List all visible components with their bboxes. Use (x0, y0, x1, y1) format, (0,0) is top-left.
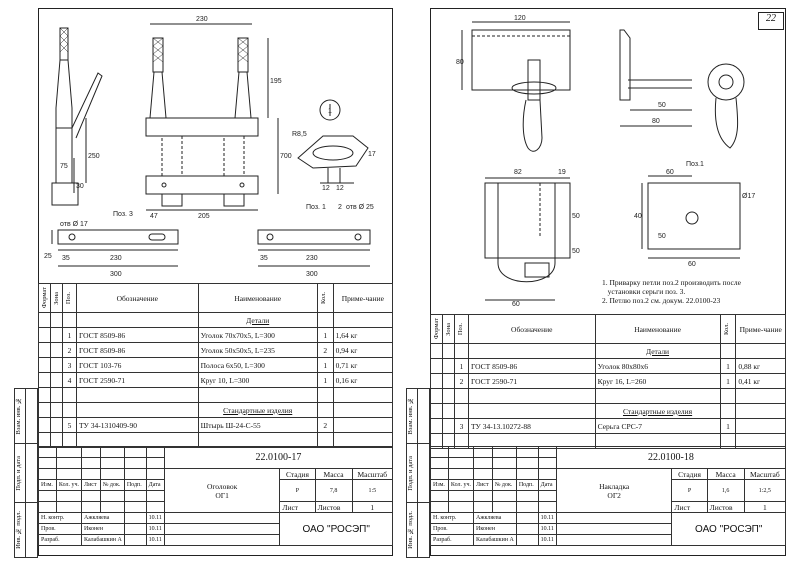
dim-25: 25 (44, 253, 52, 260)
dim-35a: 35 (62, 255, 70, 262)
dim-50d: 50 (658, 233, 666, 240)
left-name-2: ОГ1 (215, 490, 229, 500)
right-drawing: 120 80 50 80 82 19 50 50 60 Поз.1 60 40 … (456, 15, 755, 308)
front-view-outline (51, 27, 103, 206)
dim-195: 195 (270, 78, 282, 85)
hdr-qty: Кол. (319, 291, 327, 305)
dim-80a: 80 (456, 59, 464, 66)
dim-47: 47 (150, 213, 158, 220)
strip-right-outline (257, 229, 371, 267)
dim-60c: 60 (688, 261, 696, 268)
right-scale: 1:2,5 (743, 479, 787, 502)
dim-205: 205 (198, 213, 210, 220)
section-standard-r: Стандартные изделия (594, 403, 721, 419)
side-label-replace: Взам. инв. № (15, 397, 22, 435)
base-plate-outline (484, 177, 571, 301)
right-stage: Р (671, 479, 708, 502)
dim-230-top: 230 (196, 16, 208, 23)
dim-230b: 230 (306, 255, 318, 262)
dim-250: 250 (88, 153, 100, 160)
dim-50a: 50 (658, 102, 666, 109)
angle-front-outline (471, 29, 571, 152)
left-drawing: 230 195 700 250 75 30 47 205 R8,5 17 12 … (44, 16, 376, 278)
main-view-outline (145, 37, 259, 207)
right-org: ОАО "РОСЭП" (671, 512, 786, 546)
left-stage: Р (279, 479, 316, 502)
dim-75: 75 (60, 163, 68, 170)
hdr-zone: Зона (53, 291, 60, 305)
dim-r85: R8,5 (292, 131, 307, 138)
dim-35b: 35 (260, 255, 268, 262)
right-name-1: Накладка (599, 481, 630, 491)
left-side-stamp: Взам. инв. № Подп. и дата Инв. № подл. (14, 388, 38, 558)
hdr-note: Приме-чание (332, 283, 394, 313)
dim-30: 30 (76, 183, 84, 190)
label-otv17: отв Ø 17 (60, 221, 88, 228)
left-spec-table: Формат Зона Поз. Обозначение Наименовани… (38, 283, 394, 448)
left-doc-number: 22.0100-17 (163, 446, 394, 469)
left-mass: 7,8 (314, 479, 353, 502)
side-label-sign: Подп. и дата (15, 455, 22, 491)
page-number: 22 (758, 12, 784, 30)
dim-80b: 80 (652, 118, 660, 125)
dim-17: 17 (368, 151, 376, 158)
strip-left-outline (51, 229, 179, 267)
hdr-name: Наименование (197, 283, 318, 313)
dim-300b: 300 (306, 271, 318, 278)
section-standard: Стандартные изделия (197, 402, 318, 418)
section-details: Детали (197, 312, 318, 328)
right-name-2: ОГ2 (607, 490, 621, 500)
label-pos2: 2 (338, 204, 342, 211)
left-name-1: Оголовок (206, 481, 238, 491)
dim-12b: 12 (336, 185, 344, 192)
right-side-stamp: Взам. инв. № Подп. и дата Инв. № подл. (406, 388, 430, 558)
side-label-inv: Инв. № подл. (15, 511, 22, 549)
left-org: ОАО "РОСЭП" (279, 512, 393, 546)
ring-detail-outline (297, 135, 369, 184)
dim-d17: Ø17 (742, 193, 755, 200)
right-sheet (430, 8, 786, 556)
label-pos1: Поз. 1 (306, 204, 326, 211)
right-spec-table: Формат Зона Поз. Обозначение Наименовани… (430, 314, 786, 449)
hdr-designation: Обозначение (75, 283, 199, 313)
dim-40: 40 (634, 213, 642, 220)
right-notes: 1. Приварку петли поз.2 производить посл… (602, 278, 741, 305)
left-scale: 1:5 (351, 479, 394, 502)
circle-label: 1 (328, 108, 332, 115)
dim-60a: 60 (512, 301, 520, 308)
section-details-r: Детали (594, 343, 721, 359)
left-sheet (38, 8, 393, 556)
dim-230a: 230 (110, 255, 122, 262)
hdr-pos: Поз. (65, 291, 72, 305)
dim-82: 82 (514, 169, 522, 176)
label-pos1r: Поз.1 (686, 161, 704, 168)
pos1-plate-outline (641, 175, 741, 259)
dim-50c: 50 (572, 248, 580, 255)
angle-side-outline (619, 29, 745, 149)
label-otv25: отв Ø 25 (346, 204, 374, 211)
dim-50b: 50 (572, 213, 580, 220)
hdr-format: Формат (41, 287, 48, 309)
dim-19: 19 (558, 169, 566, 176)
right-doc-number: 22.0100-18 (555, 446, 787, 469)
dim-60b: 60 (666, 169, 674, 176)
right-mass: 1,6 (706, 479, 745, 502)
dim-120: 120 (514, 15, 526, 22)
label-pos3: Поз. 3 (113, 211, 133, 218)
dim-700: 700 (280, 153, 292, 160)
dim-12a: 12 (322, 185, 330, 192)
dim-300a: 300 (110, 271, 122, 278)
